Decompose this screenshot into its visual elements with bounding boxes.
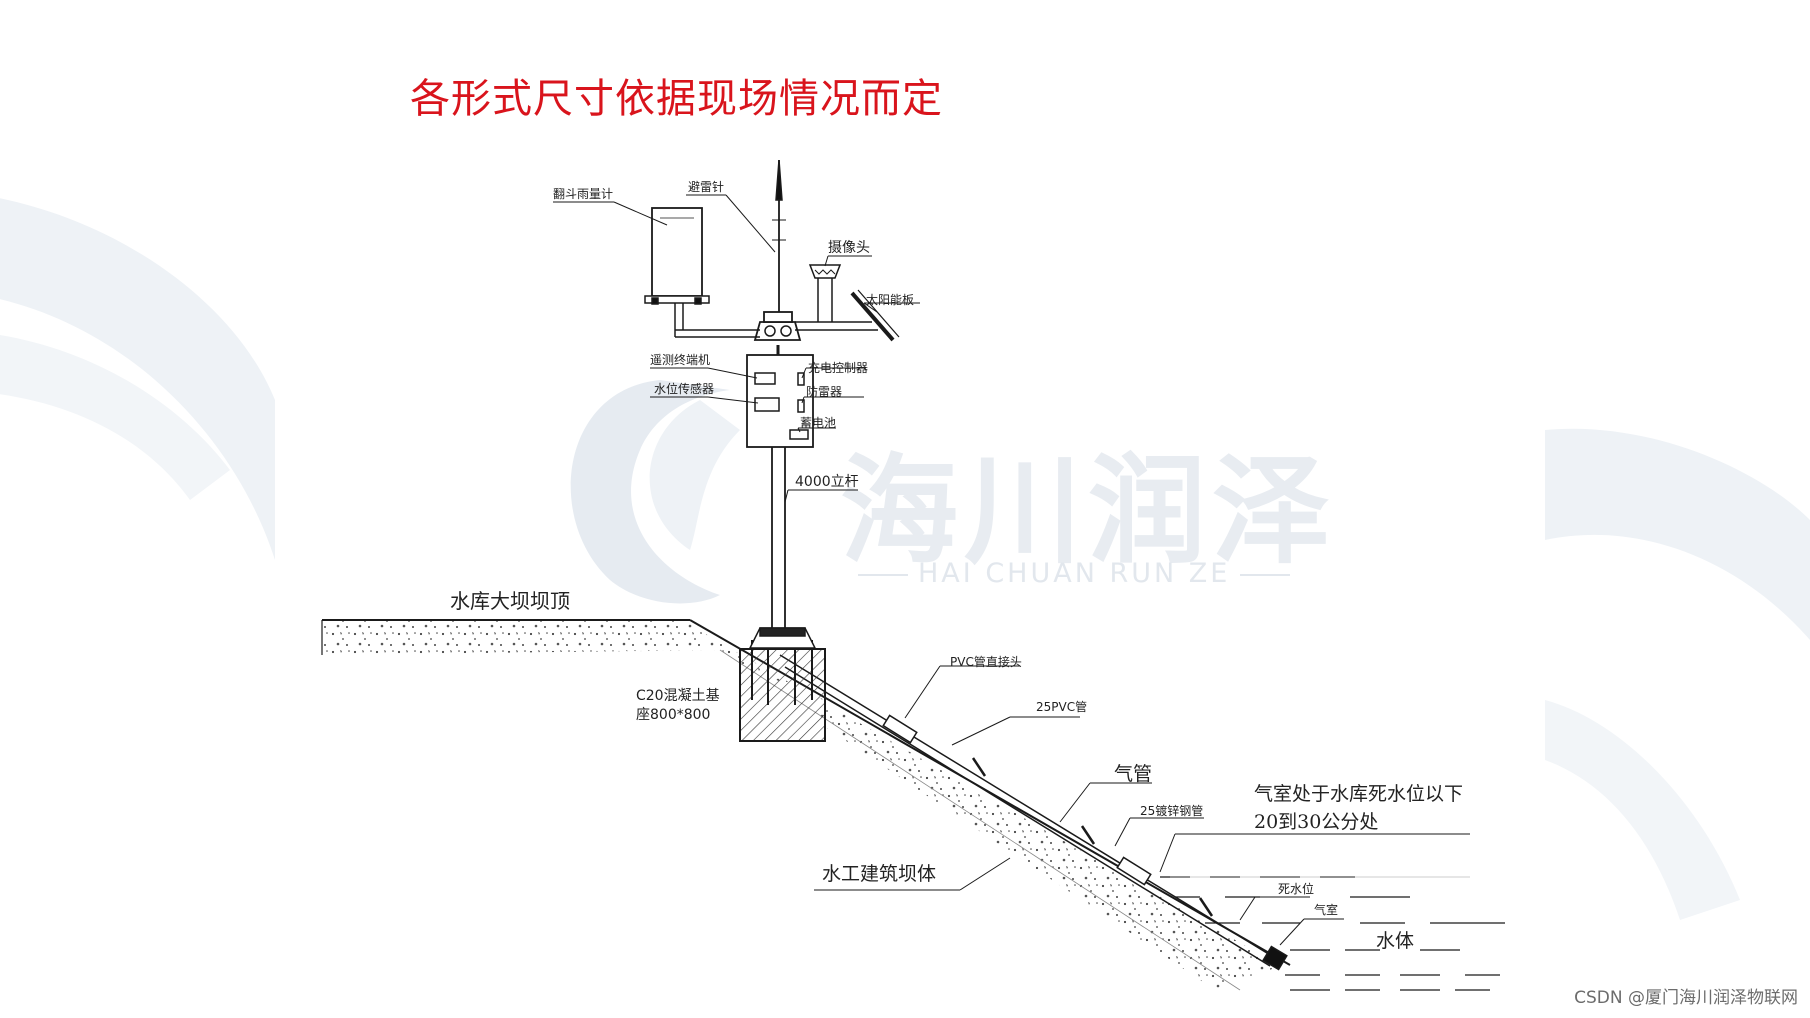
top-bracket [674,303,850,341]
label-charge-controller: 充电控制器 [808,360,868,375]
label-camera: 摄像头 [828,240,870,256]
label-air-chamber-note-2: 20到30公分处 [1254,811,1378,833]
brand-watermark-cn: 海川润泽 [840,442,1337,580]
equipment-cabinet [746,354,814,448]
solar-panel [850,289,900,342]
brand-watermark-en: HAI CHUAN RUN ZE [858,558,1291,589]
label-air-chamber: 气室 [1314,902,1338,917]
label-solar-panel: 太阳能板 [866,292,914,307]
label-water-level-sensor: 水位传感器 [654,381,714,396]
label-dam-body: 水工建筑坝体 [822,863,936,885]
label-battery: 蓄电池 [800,416,836,430]
label-dam-crest: 水库大坝坝顶 [450,589,570,613]
label-foundation-1: C20混凝土基 [636,687,720,704]
right-arc-decoration [1545,428,1810,920]
camera [808,264,842,322]
logo-watermark [570,380,740,604]
label-telemetry-unit: 遥测终端机 [650,352,710,367]
left-arc-decoration [0,198,275,560]
air-pipe-assembly [779,654,1288,971]
label-lightning-rod: 避雷针 [688,179,724,194]
leader-lines [553,194,1470,946]
label-dead-water-level: 死水位 [1278,881,1314,896]
page-title: 各形式尺寸依据现场情况而定 [410,76,943,122]
label-pole: 4000立杆 [795,474,859,490]
water-body [1160,876,1505,991]
label-steel-pipe: 25镀锌钢管 [1140,803,1203,818]
rain-gauge [644,207,710,305]
label-surge-protector: 防雷器 [806,384,842,399]
dam-crest-ground [321,619,720,655]
label-pvc-pipe: 25PVC管 [1036,699,1087,714]
label-air-chamber-note-1: 气室处于水库死水位以下 [1254,783,1463,805]
label-rain-gauge: 翻斗雨量计 [553,187,613,201]
lightning-rod [772,159,786,312]
pole [771,345,786,628]
concrete-foundation [739,627,826,742]
source-credit: CSDN @厦门海川润泽物联网 [1574,988,1798,1008]
label-pvc-joint: PVC管直接头 [950,654,1022,669]
label-air-pipe: 气管 [1114,763,1152,785]
label-water-body: 水体 [1376,930,1414,952]
label-foundation-2: 座800*800 [636,707,710,723]
